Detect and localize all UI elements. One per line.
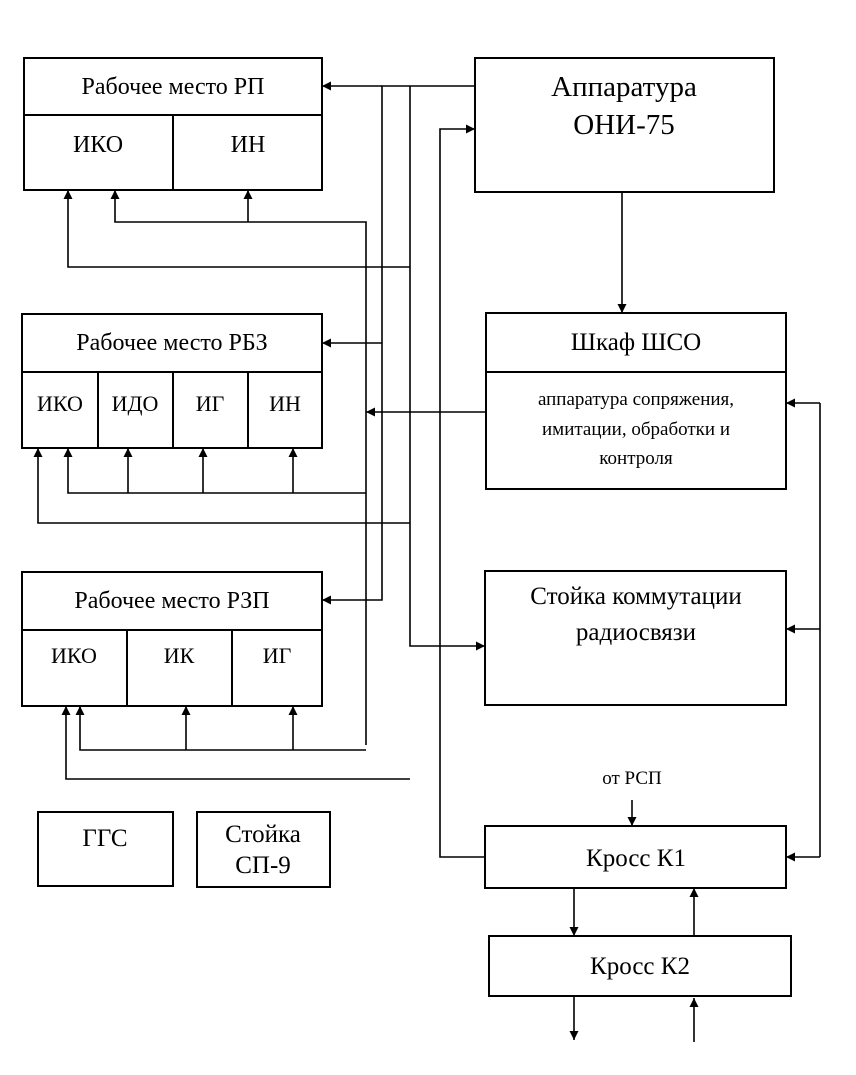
k1-label: Кросс К1 <box>586 845 686 872</box>
shso-desc-2: имитации, обработки и <box>542 419 730 440</box>
workstation-rp: Рабочее место РП ИКО ИН <box>23 57 323 191</box>
rp-cell-iko: ИКО <box>73 132 123 158</box>
radio-line2: радиосвязи <box>576 619 696 646</box>
rzp-cell-ig: ИГ <box>263 643 292 668</box>
rzp-title: Рабочее место РЗП <box>74 588 269 614</box>
ggs-label: ГГС <box>82 825 127 852</box>
workstation-rzp: Рабочее место РЗП ИКО ИК ИГ <box>21 571 323 707</box>
ggs-block: ГГС <box>37 811 174 887</box>
rzp-cell-iko: ИКО <box>51 643 97 668</box>
rbz-cell-iko: ИКО <box>37 391 83 416</box>
from-rsp-label: от РСП <box>602 768 662 789</box>
sp9-line1: Стойка <box>225 821 301 848</box>
shso-desc-3: контроля <box>599 448 673 469</box>
oni-line2: ОНИ-75 <box>573 109 675 141</box>
rp-cell-in: ИН <box>231 132 266 158</box>
line-bus-to-radio <box>409 86 485 651</box>
rbz-cell-ido: ИДО <box>112 391 159 416</box>
k2-label: Кросс К2 <box>590 953 690 980</box>
rzp-cell-ik: ИК <box>164 643 195 668</box>
shso-title: Шкаф ШСО <box>571 329 701 356</box>
sp9-line2: СП-9 <box>235 852 291 879</box>
oni-line1: Аппаратура <box>551 71 697 103</box>
shso-cabinet: Шкаф ШСО аппаратура сопряжения, имитации… <box>485 312 787 490</box>
rbz-cell-in: ИН <box>269 391 301 416</box>
rp-title: Рабочее место РП <box>82 74 265 100</box>
cross-k2: Кросс К2 <box>488 935 792 997</box>
radio-line1: Стойка коммутации <box>530 583 741 610</box>
line-k1-to-oni <box>439 124 485 858</box>
line-rbz-iko-a <box>33 448 410 524</box>
oni-75-equipment: Аппаратура ОНИ-75 <box>474 57 775 193</box>
line-rzp-iko-a <box>61 706 410 780</box>
line-rbz-iko-b <box>63 448 366 494</box>
rbz-cell-ig: ИГ <box>196 391 225 416</box>
connectors <box>33 81 821 1042</box>
line-rp-iko-a <box>63 190 410 268</box>
cross-k1: Кросс К1 <box>484 825 787 889</box>
rbz-title: Рабочее место РБЗ <box>76 330 267 356</box>
workstation-rbz: Рабочее место РБЗ ИКО ИДО ИГ ИН <box>21 313 323 449</box>
sp9-rack: Стойка СП-9 <box>196 811 331 888</box>
radio-switching-rack: Стойка коммутации радиосвязи <box>484 570 787 706</box>
shso-desc-1: аппаратура сопряжения, <box>538 389 734 410</box>
line-rp-iko-b <box>110 190 367 745</box>
line-rzp-iko-b <box>75 706 366 751</box>
